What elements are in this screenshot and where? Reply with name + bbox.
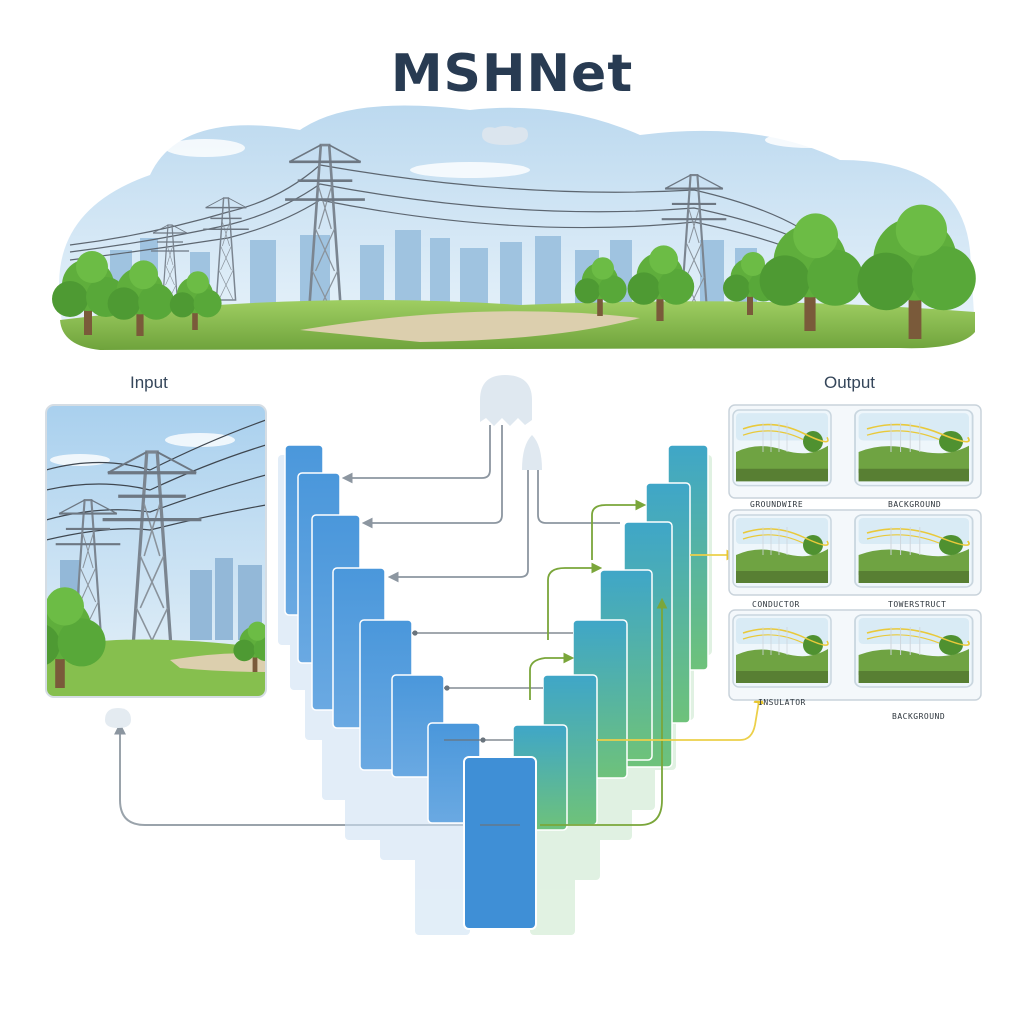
output-caption: TOWERSTRUCT <box>888 600 947 609</box>
landscape-banner <box>52 105 976 350</box>
output-caption: BACKGROUND <box>892 712 946 721</box>
encoder-decoder-links <box>412 630 573 826</box>
input-feedback-arrow <box>105 708 470 826</box>
output-caption: BACKGROUND <box>888 500 942 509</box>
decoder-blocks <box>512 444 709 831</box>
output-panel <box>728 404 982 701</box>
output-thumbnail <box>854 614 974 688</box>
bottleneck-block <box>463 756 537 930</box>
output-caption: CONDUCTOR <box>752 600 800 609</box>
output-thumbnail <box>732 514 832 588</box>
encoder-blocks <box>284 444 481 824</box>
power-lines <box>69 164 801 261</box>
output-thumbnail <box>854 409 974 487</box>
output-caption: INSULATOR <box>758 698 806 707</box>
input-image <box>45 404 267 698</box>
output-thumbnail <box>732 614 832 688</box>
output-label: Output <box>824 373 876 392</box>
input-label: Input <box>130 373 168 392</box>
output-thumbnail <box>854 514 974 588</box>
skip-connections <box>341 425 620 583</box>
decoder-upsample-arrows <box>529 499 668 826</box>
page-title: MSHNet <box>390 44 634 104</box>
cloud-icon <box>480 126 542 470</box>
cloud-icon <box>165 132 855 178</box>
output-caption: GROUNDWIRE <box>750 500 804 509</box>
output-thumbnail <box>732 409 832 487</box>
output-arrows <box>597 549 764 741</box>
